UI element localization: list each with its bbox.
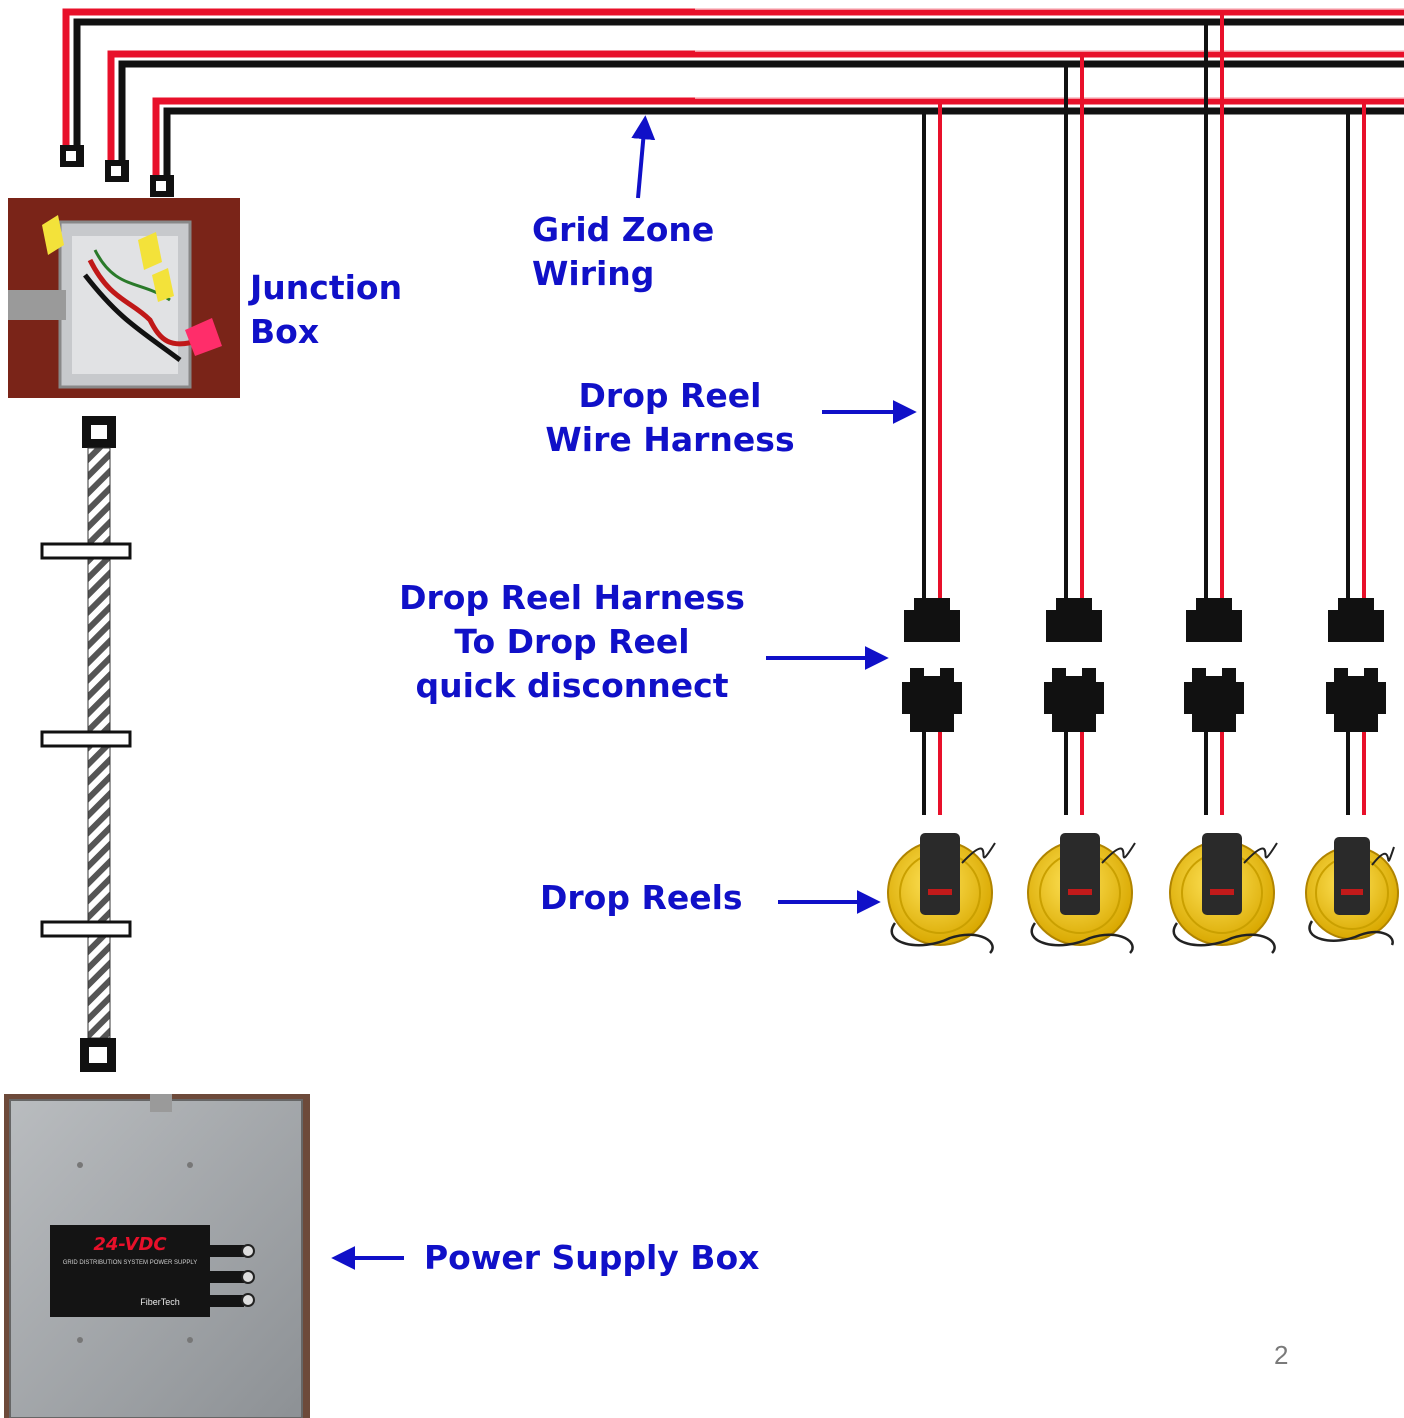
power-supply-box-label: Power Supply Box — [424, 1236, 759, 1280]
grid-zone-label-line: Wiring — [532, 254, 655, 293]
junction-box-label: Junction Box — [250, 266, 402, 354]
quick-disconnect-connectors — [902, 598, 1386, 815]
quick-disconnect-connector-icon — [902, 598, 962, 815]
grid-zone-wiring — [60, 6, 1404, 197]
junction-box-photo — [8, 198, 240, 398]
quick-disconnect-label: Drop Reel Harness To Drop Reel quick dis… — [380, 576, 764, 708]
wire-harness-label-line: Drop Reel — [578, 376, 762, 415]
junction-box-label-line: Junction — [250, 268, 403, 307]
drop-reel-icon — [1027, 833, 1136, 954]
grid-zone-wiring-label: Grid Zone Wiring — [532, 208, 714, 296]
quick-disconnect-connector-icon — [1044, 598, 1104, 815]
quick-disconnect-connector-icon — [1326, 598, 1386, 815]
drop-reel-icon — [1305, 837, 1399, 946]
drop-reels-label: Drop Reels — [540, 876, 743, 920]
drop-reel-wire-harnesses — [922, 12, 1366, 598]
power-supply-panel-title: 24-VDC — [93, 1234, 167, 1255]
quick-disconnect-label-line: quick disconnect — [415, 666, 729, 705]
drop-reel-icon — [1169, 833, 1278, 954]
wire-harness-label-line: Wire Harness — [545, 420, 795, 459]
power-supply-label-line: Power Supply Box — [424, 1238, 760, 1277]
power-supply-panel-brand: FiberTech — [140, 1297, 180, 1307]
grid-zone-arrow — [631, 115, 656, 199]
grid-zone-label-line: Grid Zone — [532, 210, 715, 249]
page-number: 2 — [1274, 1340, 1289, 1370]
drop-reel-icon — [887, 833, 996, 954]
quick-disconnect-label-line: To Drop Reel — [454, 622, 690, 661]
callout-arrows — [331, 115, 917, 1270]
power-supply-panel-subtitle: GRID DISTRIBUTION SYSTEM POWER SUPPLY — [63, 1260, 198, 1266]
quick-disconnect-label-line: Drop Reel Harness — [399, 578, 745, 617]
wire-harness-label: Drop Reel Wire Harness — [532, 374, 808, 462]
power-supply-box-photo: 24-VDC GRID DISTRIBUTION SYSTEM POWER SU… — [4, 1094, 310, 1418]
conduit-pipe-icon — [40, 416, 132, 1072]
quick-disconnect-connector-icon — [1184, 598, 1244, 815]
drop-reels — [887, 833, 1399, 954]
drop-reels-label-line: Drop Reels — [540, 878, 743, 917]
junction-box-label-line: Box — [250, 312, 320, 351]
